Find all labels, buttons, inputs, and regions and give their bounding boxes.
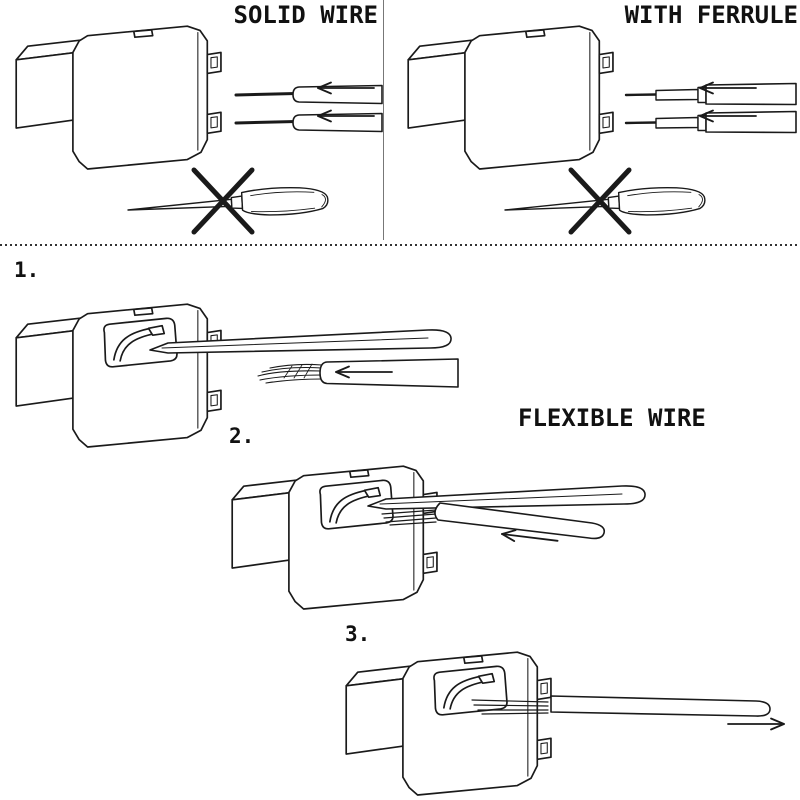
screwdriver-blade-illustration	[367, 485, 646, 510]
step-1-illustration	[16, 304, 459, 447]
flexible-wire-strands	[381, 509, 437, 526]
flexible-wire-illustration	[319, 358, 459, 388]
connector-open-illustration	[232, 466, 437, 609]
screwdriver-blade-illustration	[149, 329, 452, 354]
step-2-number: 2.	[229, 424, 255, 448]
flexible-wire-title: FLEXIBLE WIRE	[518, 404, 706, 432]
ferrule-wire-illustration	[624, 82, 798, 106]
flexible-wire-strands	[257, 363, 323, 384]
arrow-right-icon	[727, 717, 785, 731]
connector-open-illustration	[16, 304, 221, 447]
flexible-wire-illustration	[550, 695, 771, 717]
step-2-illustration	[232, 466, 646, 609]
connector-illustration	[16, 26, 221, 169]
connector-illustration	[408, 26, 613, 169]
solid-wire-title: SOLID WIRE	[233, 1, 379, 29]
connector-open-illustration	[346, 652, 551, 795]
ferrule-wire-illustration	[624, 110, 798, 134]
step-3-illustration	[346, 652, 785, 795]
flexible-wire-illustration	[434, 502, 606, 540]
with-ferrule-title: WITH FERRULE	[624, 1, 798, 29]
ferrule-panel	[408, 26, 798, 232]
step-3-number: 3.	[345, 622, 371, 646]
flexible-wire-strands	[471, 699, 549, 715]
solid-wire-panel	[16, 26, 384, 232]
step-1-number: 1.	[14, 258, 40, 282]
